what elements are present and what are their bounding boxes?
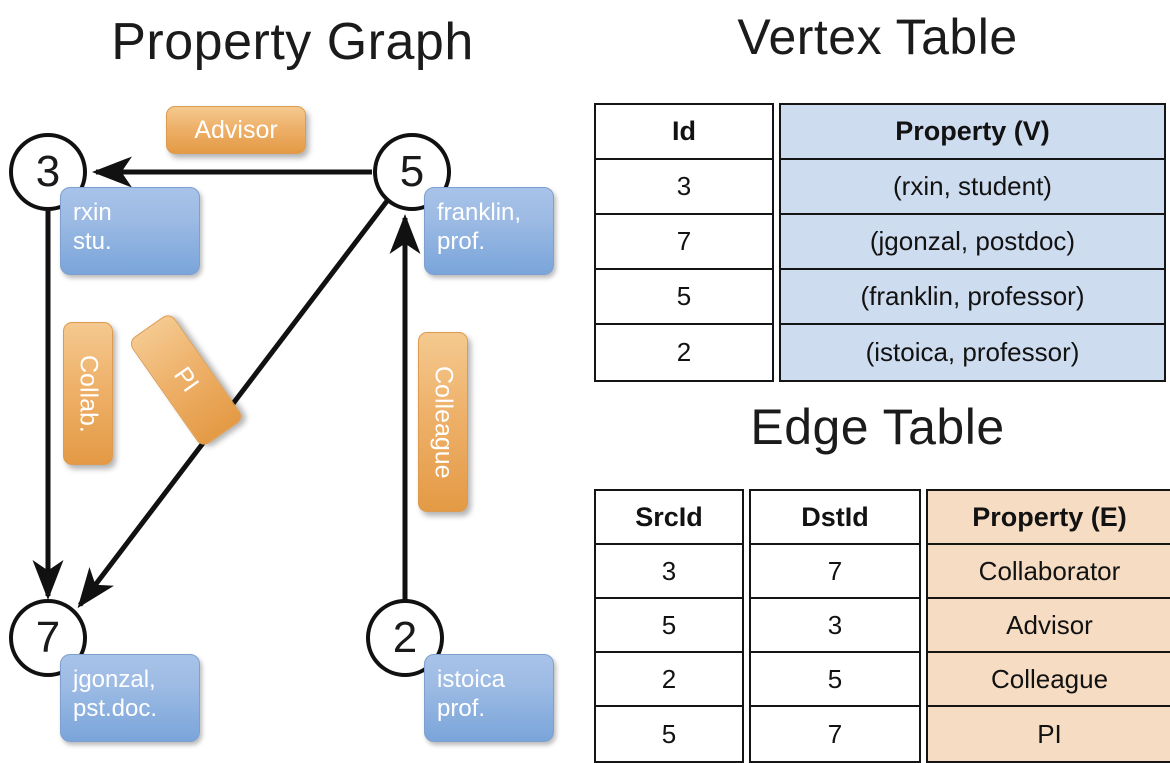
vertex-table-row: 5 [596,270,772,325]
vertex-property-box-7-line2: pst.doc. [73,695,158,723]
page-title-property-graph: Property Graph [111,13,474,71]
graph-node-2[interactable]: 2 [366,599,444,677]
vertex-table-row: (franklin, professor) [781,270,1164,325]
vertex-property-box-7: jgonzal, pst.doc. [60,654,200,742]
edge-table: SrcId 3 5 2 5 DstId 7 3 5 7 Property (E)… [594,489,1170,763]
vertex-table-row: (rxin, student) [781,160,1164,215]
vertex-table-row: (istoica, professor) [781,325,1164,380]
vertex-property-box-5: franklin, prof. [424,187,554,275]
edge-label-colleague: Colleague [418,332,468,512]
vertex-property-box-3-line1: rxin [73,199,112,226]
edge-table-row: PI [928,707,1170,761]
edge-table-row: 5 [596,599,742,653]
vertex-table-column-property: Property (V) (rxin, student) (jgonzal, p… [779,103,1166,382]
vertex-property-box-2-line2: prof. [437,695,486,723]
edge-table-column-property: Property (E) Collaborator Advisor Collea… [926,489,1170,763]
vertex-property-box-5-line1: franklin, [437,199,522,226]
edge-table-row: 7 [827,718,843,749]
edge-table-row: Collaborator [928,545,1170,599]
vertex-table: Id 3 7 5 2 Property (V) (rxin, student) … [594,103,1166,382]
edge-table-row: 5 [661,718,677,749]
edge-label-collab: Collab. [63,322,113,465]
edge-table-header-property: Property (E) [928,491,1170,545]
edge-table-row: Advisor [928,599,1170,653]
graph-node-5[interactable]: 5 [373,133,451,211]
vertex-property-box-2: istoica prof. [424,654,554,742]
edge-table-row: 2 [596,653,742,707]
edge-table-row: 3 [751,599,919,653]
vertex-table-column-id: Id 3 7 5 2 [594,103,774,382]
vertex-table-row: 2 [676,337,692,367]
vertex-property-box-5-line2: prof. [437,228,486,256]
vertex-table-row: 7 [596,215,772,270]
vertex-table-header-property: Property (V) [781,105,1164,160]
page-title-vertex-table: Vertex Table [737,9,1018,65]
edge-table-row: Colleague [928,653,1170,707]
edge-table-header-dstid: DstId [751,491,919,545]
vertex-property-box-3-line2: stu. [73,228,112,256]
edge-table-column-dstid: DstId 7 3 5 7 [749,489,921,763]
vertex-table-row: 3 [596,160,772,215]
edge-table-row: 5 [751,653,919,707]
edge-label-advisor: Advisor [166,106,306,154]
vertex-table-row: (jgonzal, postdoc) [781,215,1164,270]
vertex-property-box-3: rxin stu. [60,187,200,275]
edge-table-row: 7 [751,545,919,599]
vertex-table-header-id: Id [596,105,772,160]
page-title-edge-table: Edge Table [750,399,1005,455]
property-graph-diagram: 3 5 7 2 rxin stu. franklin, prof. jgonza… [0,0,585,760]
edge-table-header-srcid: SrcId [596,491,742,545]
edge-table-row: 3 [596,545,742,599]
vertex-property-box-7-line1: jgonzal, [73,666,156,693]
edge-table-column-srcid: SrcId 3 5 2 5 [594,489,744,763]
vertex-property-box-2-line1: istoica [437,666,506,693]
